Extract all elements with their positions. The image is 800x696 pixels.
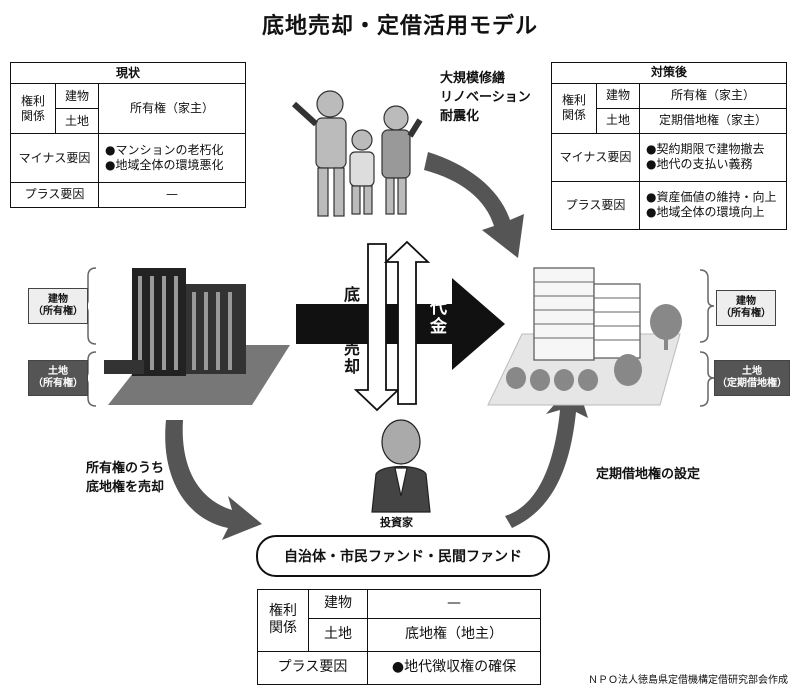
sale-vertical-label: 底地権売却 — [341, 286, 360, 376]
right-land-tag: 土地 （定期借地権） — [714, 360, 790, 396]
investor-label: 投資家 — [380, 516, 413, 529]
after-building-label: 建物 — [596, 82, 640, 109]
current-building-label: 建物 — [55, 82, 99, 110]
after-minus-item: ●地代の支払い義務 — [646, 157, 753, 172]
current-plus-label: プラス要因 — [10, 181, 99, 209]
payment-vertical-label: 代金 — [426, 298, 446, 336]
tag-line: 建物 — [48, 293, 68, 305]
right-land-bracket — [699, 351, 715, 407]
after-plus-items: ●資産価値の維持・向上 ●地域全体の環境向上 — [639, 180, 787, 231]
sell-line: 底地権を売却 — [86, 479, 165, 495]
after-land-value: 定期借地権（家主） — [639, 107, 787, 134]
new-building-illustration — [506, 267, 682, 391]
fund-building-label: 建物 — [308, 589, 368, 619]
tag-line: 土地 — [742, 365, 762, 377]
renovation-line: リノベーション — [440, 89, 531, 105]
lease-curve-arrow — [505, 380, 588, 528]
sell-curve-arrow — [165, 420, 262, 540]
current-minus-item: ●地域全体の環境悪化 — [105, 158, 224, 173]
payment-up-arrow — [383, 240, 431, 405]
current-table-header: 現状 — [10, 62, 246, 84]
after-rights-label: 権利 関係 — [551, 82, 597, 134]
fund-rights-table: 権利 関係 建物 — 土地 底地権（地主） プラス要因 ●地代徴収権の確保 — [257, 589, 541, 686]
fund-label: 自治体・市民ファンド・民間ファンド — [256, 535, 550, 577]
lease-label: 定期借地権の設定 — [596, 467, 701, 482]
after-plus-item: ●地域全体の環境向上 — [646, 205, 765, 220]
renovation-line: 耐震化 — [440, 108, 480, 124]
renovation-line: 大規模修繕 — [440, 71, 506, 86]
investor-illustration — [371, 419, 431, 513]
fund-land-label: 土地 — [308, 617, 368, 652]
renovation-label: 大規模修繕 リノベーション 耐震化 — [440, 70, 531, 127]
after-building-value: 所有権（家主） — [639, 82, 787, 109]
sale-down-arrow — [353, 243, 401, 412]
after-land-label: 土地 — [596, 107, 640, 134]
after-plus-label: プラス要因 — [551, 180, 640, 231]
after-status-table: 対策後 権利 関係 建物 所有権（家主） 土地 定期借地権（家主） マイナス要因… — [551, 62, 787, 231]
current-minus-label: マイナス要因 — [10, 133, 99, 183]
tag-line: 建物 — [736, 295, 756, 307]
left-land-tag: 土地 （所有権） — [28, 360, 88, 396]
tag-line: （所有権） — [721, 308, 771, 319]
old-building-illustration — [104, 268, 246, 376]
right-building-bracket — [699, 269, 715, 343]
after-minus-label: マイナス要因 — [551, 132, 640, 182]
after-minus-item: ●契約期限で建物撤去 — [646, 142, 765, 157]
tag-line: 土地 — [48, 365, 68, 377]
current-minus-items: ●マンションの老朽化 ●地域全体の環境悪化 — [98, 133, 246, 183]
after-table-header: 対策後 — [551, 62, 787, 84]
tag-line: （所有権） — [33, 306, 83, 317]
after-plus-item: ●資産価値の維持・向上 — [646, 190, 777, 205]
tag-line: （所有権） — [33, 378, 83, 389]
credit-text: ＮＰＯ法人徳島県定借機構定借研究部会作成 — [588, 675, 788, 686]
diagram-title: 底地売却・定借活用モデル — [261, 14, 538, 39]
sell-label: 所有権のうち 底地権を売却 — [86, 460, 164, 498]
sell-line: 所有権のうち — [86, 461, 165, 476]
current-plus-value: — — [98, 181, 246, 209]
fund-rights-label: 権利 関係 — [257, 589, 309, 652]
fund-land-value: 底地権（地主） — [367, 617, 541, 652]
renovation-curve-arrow — [424, 152, 524, 258]
tag-line: （定期借地権） — [717, 378, 787, 389]
right-building-tag: 建物 （所有権） — [716, 290, 776, 326]
current-land-label: 土地 — [55, 108, 99, 135]
left-building-tag: 建物 （所有権） — [28, 288, 88, 324]
current-status-table: 現状 権利 関係 建物 所有権（家主） 土地 マイナス要因 ●マンションの老朽化… — [10, 62, 246, 209]
current-ownership-value: 所有権（家主） — [98, 82, 246, 135]
fund-plus-value: ●地代徴収権の確保 — [367, 650, 541, 686]
after-minus-items: ●契約期限で建物撤去 ●地代の支払い義務 — [639, 132, 787, 182]
fund-building-value: — — [367, 589, 541, 619]
fund-plus-label: プラス要因 — [257, 650, 368, 686]
current-minus-item: ●マンションの老朽化 — [105, 143, 224, 158]
family-illustration — [291, 90, 423, 217]
current-rights-label: 権利 関係 — [10, 82, 56, 135]
